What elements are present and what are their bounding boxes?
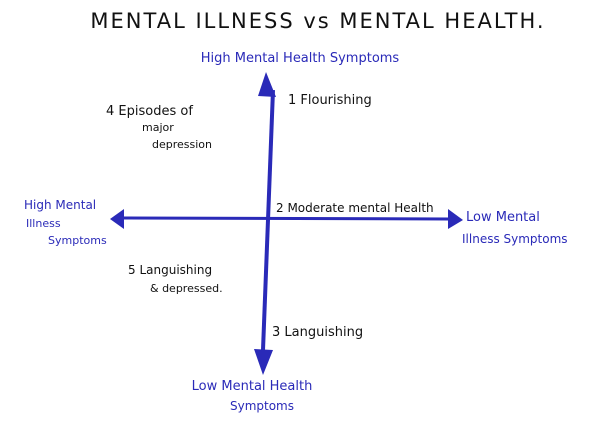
right-axis-label-line2: Illness Symptoms <box>462 232 568 246</box>
quadrant-1-label: 1 Flourishing <box>288 93 372 108</box>
left-arrowhead <box>110 209 124 229</box>
up-arrowhead <box>258 72 276 97</box>
bottom-axis-label-line1: Low Mental Health <box>192 379 313 394</box>
left-axis-label-line1: High Mental <box>24 198 96 212</box>
right-axis-label-line1: Low Mental <box>466 210 540 225</box>
top-axis-label: High Mental Health Symptoms <box>201 51 400 66</box>
vertical-axis <box>261 89 275 351</box>
quadrant-5-label-line2: & depressed. <box>150 282 223 295</box>
bottom-axis-label-line2: Symptoms <box>230 399 294 413</box>
left-axis-label-line3: Symptoms <box>48 234 107 247</box>
quadrant-4-label-line3: depression <box>152 138 212 151</box>
diagram-title: MENTAL ILLNESS vs MENTAL HEALTH. <box>90 9 545 33</box>
quadrant-4-label-line2: major <box>142 121 174 134</box>
quadrant-2-label: 2 Moderate mental Health <box>276 201 434 215</box>
quadrant-4-label-line1: 4 Episodes of <box>106 104 193 119</box>
right-arrowhead <box>448 209 463 229</box>
quadrant-5-label-line1: 5 Languishing <box>128 263 212 277</box>
left-axis-label-line2: Illness <box>26 217 61 230</box>
down-arrowhead <box>254 349 273 375</box>
quadrant-3-label: 3 Languishing <box>272 325 363 340</box>
horizontal-axis <box>121 216 451 221</box>
